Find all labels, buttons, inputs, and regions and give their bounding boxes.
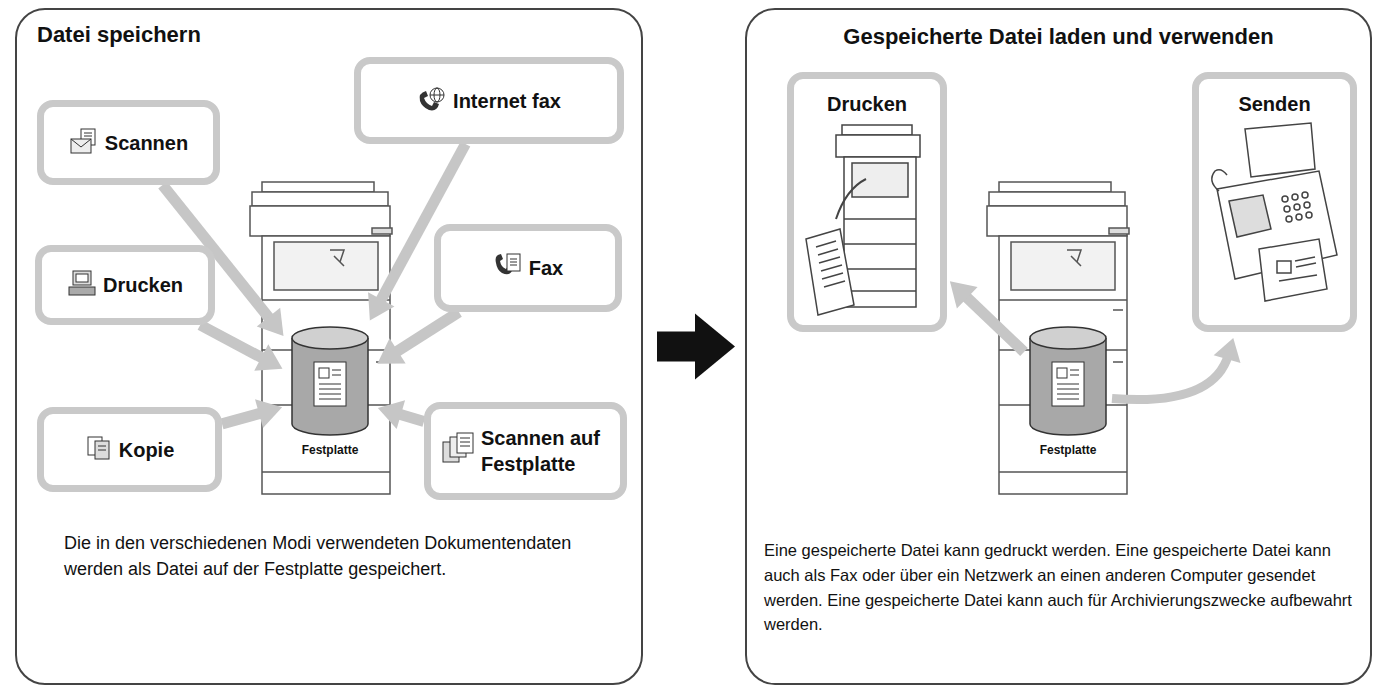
arrow-head (950, 281, 978, 308)
disk-label: Festplatte (1024, 442, 1112, 458)
arrow-line (394, 312, 459, 354)
panel-title: Datei speichern (37, 22, 201, 48)
printer-left (250, 182, 392, 494)
box-label: Scannen (105, 130, 188, 156)
mode-box: Kopie (37, 407, 222, 492)
mode-icon (417, 85, 447, 117)
data-arrow (377, 312, 458, 364)
arrow-head (377, 338, 405, 364)
arrow-head (257, 308, 284, 336)
panel-title: Gespeicherte Datei laden und verwenden (747, 24, 1370, 50)
arrow-head (368, 292, 394, 320)
mode-box: Senden (1192, 72, 1357, 332)
mode-box: Drucken (787, 72, 947, 332)
mode-box: Fax (434, 224, 622, 312)
arrow-head (254, 344, 282, 370)
mode-icon (493, 251, 523, 285)
arrow-head (255, 399, 282, 428)
data-arrow (200, 325, 282, 371)
mode-box: Internet fax (354, 57, 624, 144)
arrow-line (964, 294, 1024, 352)
mode-box: Drucken (35, 245, 215, 325)
mode-box: Scannen auf Festplatte (424, 402, 627, 500)
data-arrow (1112, 338, 1241, 399)
mode-icon (67, 269, 97, 301)
flow-arrow (657, 314, 735, 380)
box-label: Scannen auf Festplatte (481, 425, 610, 477)
arrow-line (222, 412, 264, 424)
mode-icon (69, 127, 99, 159)
mode-box: Scannen (37, 100, 220, 185)
data-arrow (378, 400, 424, 429)
disk-label: Festplatte (286, 442, 374, 458)
mode-panel: Gespeicherte Datei laden und verwendenEi… (745, 8, 1372, 685)
hard-disk: Festplatte (286, 324, 374, 464)
mode-icon (85, 434, 113, 466)
panel-caption: Die in den verschiedenen Modi verwendete… (64, 530, 584, 582)
arrow-head (1214, 338, 1241, 363)
box-label: Senden (1199, 93, 1350, 116)
box-label: Drucken (103, 272, 183, 298)
data-arrow (222, 399, 282, 428)
box-label: Internet fax (453, 88, 561, 114)
arrow-line (200, 325, 265, 360)
arrow-head (378, 400, 405, 429)
box-label: Drucken (794, 93, 940, 116)
arrow-line (1112, 355, 1228, 400)
arrow-head (695, 314, 735, 380)
box-label: Fax (529, 255, 563, 281)
hard-disk: Festplatte (1024, 324, 1112, 464)
box-label: Kopie (119, 437, 175, 463)
panel-caption: Eine gespeicherte Datei kann gedruckt we… (764, 538, 1364, 637)
data-arrow (950, 281, 1024, 352)
mode-panel: Datei speichernDie in den verschiedenen … (15, 8, 643, 685)
mode-icon (441, 432, 475, 470)
